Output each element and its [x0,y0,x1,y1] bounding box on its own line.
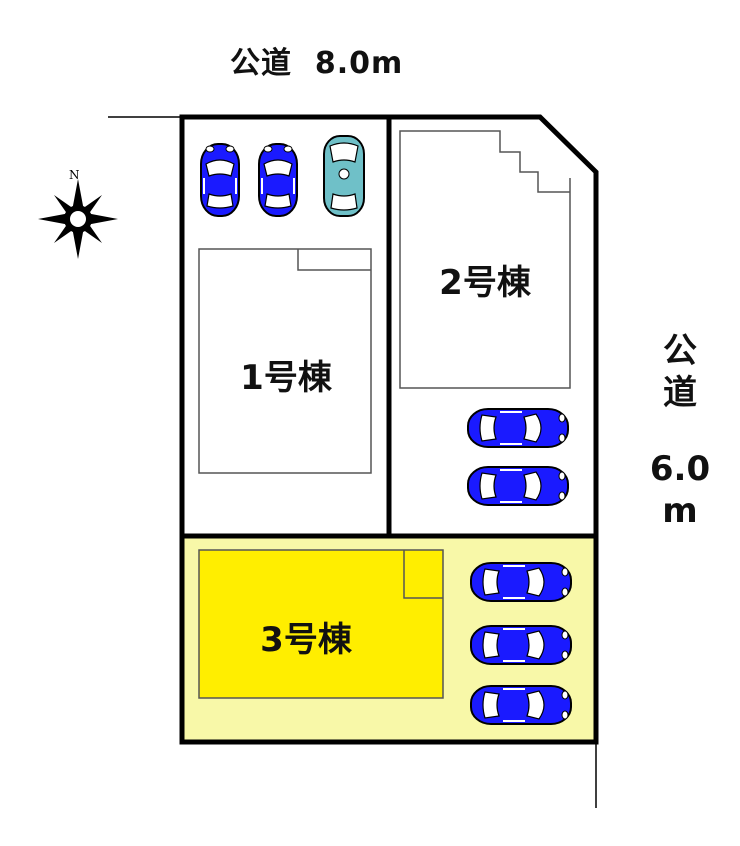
north-road-label: 公道 8.0m [230,38,470,82]
building-2-footprint [399,130,571,389]
east-road-label: 公 道 6.0 m [640,330,720,532]
building-3-label: 3号棟 [260,620,352,660]
building-1-footprint [198,248,372,474]
building-3-footprint [198,549,444,699]
small-car-icon [323,135,365,217]
east-road-width: 6.0 [649,449,711,489]
building-3-notch [403,550,443,599]
parking-car-icon [467,408,569,448]
building-1-notch [297,249,371,271]
parking-car-icon [200,143,240,217]
site-boundary [179,114,599,745]
compass-north-label: N [69,168,80,182]
parking-car-icon [470,685,572,725]
east-road-unit: m [662,491,698,531]
east-road-name-char: 道 [663,373,697,413]
building-1-label: 1号棟 [240,358,332,398]
parking-car-icon [258,143,298,217]
building-2-label: 2号棟 [439,263,531,303]
parking-car-icon [467,466,569,506]
compass-rose-icon: N [38,168,118,259]
parking-car-icon [470,625,572,665]
east-road-name-char: 公 [663,331,697,371]
parking-car-icon [470,562,572,602]
north-road-width: 8.0m [314,46,404,81]
north-road-name: 公道 [230,46,292,81]
